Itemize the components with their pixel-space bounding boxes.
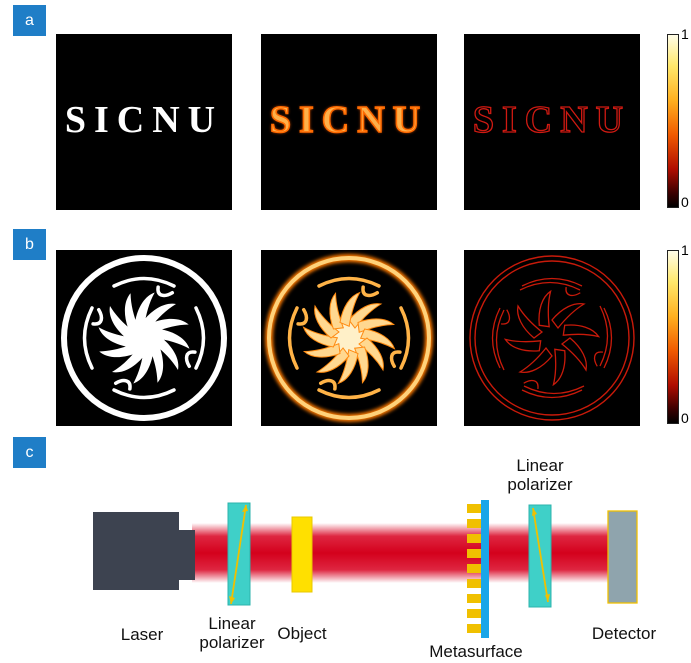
metasurface-pillars: [467, 504, 481, 633]
sicnu-text-original: SICNU: [65, 99, 223, 141]
image-a-original: SICNU: [56, 34, 232, 210]
object-element: [291, 516, 313, 593]
polarizer-2-axis-icon: [532, 507, 549, 603]
colorbar-a: [667, 34, 679, 208]
colorbar-a-min-label: 0: [681, 194, 689, 210]
metasurface-substrate: [481, 500, 489, 638]
panel-label-c: c: [13, 437, 46, 468]
optical-setup-diagram: [93, 500, 638, 638]
sicnu-text-glow-halo: SICNU: [270, 99, 428, 141]
colorbar-b-max-label: 1: [681, 242, 689, 258]
label-detector: Detector: [591, 624, 657, 643]
polarizer-1-axis-icon: [230, 504, 247, 605]
colorbar-a-max-label: 1: [681, 26, 689, 42]
image-b-edge: [464, 250, 640, 426]
panel-label-a: a: [13, 5, 46, 36]
label-laser: Laser: [120, 625, 164, 644]
sicnu-text-edge: SICNU: [473, 99, 631, 141]
polarizer-2-arrow-bottom-icon: [545, 594, 550, 602]
polarizer-2-arrow-top-icon: [532, 508, 537, 516]
label-linear-polarizer-1: Linear polarizer: [199, 614, 265, 652]
detector-element: [607, 510, 638, 604]
label-object: Object: [277, 624, 327, 643]
laser-nozzle: [176, 530, 195, 580]
colorbar-b-min-label: 0: [681, 410, 689, 426]
laser-body: [93, 512, 179, 590]
label-linear-polarizer-2: Linear polarizer: [507, 456, 573, 494]
sicnu-text-glow: SICNU: [270, 99, 428, 141]
colorbar-b: [667, 250, 679, 424]
polarizer-1-arrow-bottom-icon: [229, 596, 235, 604]
image-b-intensity: [261, 250, 437, 426]
label-metasurface: Metasurface: [429, 642, 523, 661]
image-a-edge: SICNU: [464, 34, 640, 210]
panel-label-b: b: [13, 229, 46, 260]
image-b-original: [56, 250, 232, 426]
polarizer-1-arrow-top-icon: [242, 505, 248, 512]
image-a-intensity: SICNU SICNU: [261, 34, 437, 210]
